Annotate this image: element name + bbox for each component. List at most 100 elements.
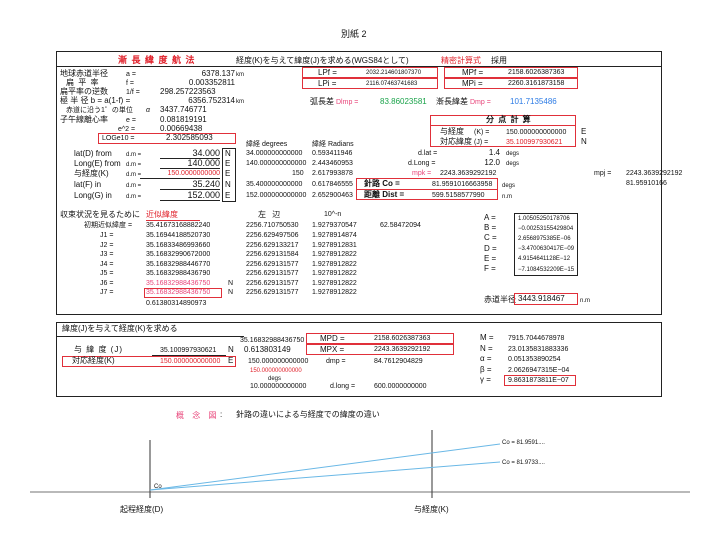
start-label: 起程経度(D) (120, 505, 164, 514)
diagram-title: 概 念 図 (176, 411, 220, 420)
loge-val: 2.302585093 (166, 133, 213, 142)
conv-row-left: 2256.629131577 (246, 270, 299, 277)
title-method: 精密計算式 (441, 56, 481, 65)
dlat-label: d.lat = (418, 150, 438, 157)
split-title: 分 点 計 算 (486, 115, 532, 124)
in-row1-dir: E (225, 159, 231, 168)
unit-val: 3437.746771 (160, 105, 207, 114)
mpf-label: MPf = (462, 68, 484, 77)
conv-row-left: 2256.629131584 (246, 251, 299, 258)
co2-label: Co = 81.9733.... (502, 460, 545, 466)
in-row2-unit: d.m = (126, 172, 142, 178)
in-row3-deg: 35.400000000000 (246, 181, 303, 188)
mpk-val: 2243.3639292192 (440, 170, 497, 177)
bottom-degs: degs (268, 376, 282, 382)
in-row0-unit: d.m = (126, 152, 142, 158)
in-row4-val[interactable]: 152.000 (187, 190, 220, 200)
conv-row-dir: N (228, 279, 234, 287)
bottom-right-val: 0.051353890254 (508, 356, 561, 364)
coeff-box (514, 213, 578, 276)
dimp-label: 弧長差 (310, 97, 334, 106)
split-lat-label: 対応緯度 (440, 137, 472, 146)
split-divider (430, 125, 576, 126)
conv-row-val: 35.16833486993660 (146, 241, 211, 249)
coeff-label: D = (484, 243, 497, 253)
jrow-rad: 0.613803149 (244, 345, 291, 354)
lpf-label: LPf = (318, 68, 337, 77)
conv-left-side: 左 辺 (258, 210, 283, 219)
mpj2-val: 81.95910166 (626, 180, 667, 187)
split-lat-val: 35.100997930621 (506, 139, 563, 146)
polar-unit: km (236, 99, 244, 105)
in-row1-val[interactable]: 140.000 (187, 158, 220, 168)
conv-row-val: 35.16832988436790 (146, 270, 211, 277)
split-lon-sym: (K) = (474, 129, 490, 136)
eq-radius-label: 地球赤道半径 (60, 69, 108, 78)
in-row2-underline (140, 178, 220, 179)
co-start: Co (154, 484, 162, 490)
dlat-unit: degs (506, 151, 520, 157)
in-row3-unit: d.m = (126, 183, 142, 189)
loge-box (98, 133, 236, 144)
course-val: 81.9591016663958 (432, 181, 493, 188)
in-row2-dir: E (225, 169, 231, 178)
krow-val: 150.000000000000 (160, 358, 221, 365)
mpj-val: 2243.3639292192 (626, 170, 683, 177)
e2-val: 0.00669438 (160, 124, 203, 133)
inv-flat-sym: 1/f = (126, 89, 140, 96)
bottom-jval-pre: 35.16832988436750 (240, 337, 305, 344)
dimp-val: 83.86023581 (380, 97, 427, 106)
inv-flat-label: 扁平率の逆数 (60, 87, 108, 96)
polar-val: 6356.752314 (188, 96, 235, 105)
lpi-val: 2116.07463741683 (366, 81, 418, 87)
in-row3-underline (160, 189, 220, 190)
col-rad-header: 緯経 Radians (312, 141, 354, 148)
conv-row-dir: N (228, 289, 234, 296)
title-main: 漸 長 緯 度 航 法 (118, 55, 196, 65)
dist-val: 599.5158577990 (432, 192, 485, 199)
attachment-label: 別紙 2 (341, 29, 367, 39)
flat-label: 扁 平 率 (66, 78, 100, 87)
in-row2-val[interactable]: 150.0000000000 (167, 170, 220, 177)
bottom-title-underline (56, 336, 244, 337)
title-divider (56, 66, 662, 67)
conv-row-pow: 1.9278914874 (312, 232, 357, 239)
in-row3-val[interactable]: 35.240 (192, 179, 220, 189)
conv-approx: 近似緯度 (146, 210, 178, 219)
conv-init-pow: 1.9279370547 (312, 222, 357, 229)
mpd-box (306, 333, 454, 344)
in-row0-rad: 0.593411946 (312, 150, 353, 157)
bottom-frame (56, 322, 662, 397)
coeff-val: −0.00253155429804 (518, 225, 574, 232)
jrow-label: 与 緯 度 (J) (74, 345, 123, 354)
coeff-label: A = (484, 213, 496, 222)
in-row1-underline (160, 168, 220, 169)
inv-flat-val: 298.257223563 (160, 87, 216, 96)
conv-row-label: J6 = (100, 279, 114, 287)
flat-val: 0.003352811 (188, 78, 235, 87)
dmp-val: 101.7135486 (510, 97, 557, 106)
in-row0-underline (160, 158, 220, 159)
jrow-val[interactable]: 35.100997930621 (160, 347, 217, 354)
conv-row-pow: 1.9278912822 (312, 260, 357, 268)
coeff-label: B = (484, 223, 497, 233)
conv-row-val: 35.16832990672000 (146, 251, 211, 258)
conv-row-label: J5 = (100, 270, 114, 277)
conv-init-label: 初期近似緯度 = (84, 222, 133, 229)
title-adopt: 採用 (491, 56, 507, 65)
mpi-box (444, 78, 578, 89)
flat-sym: f = (126, 80, 134, 87)
top-frame (56, 51, 662, 315)
radius-box (514, 293, 578, 305)
split-lon-dir: E (581, 127, 587, 136)
in-row2-label: 与経度(K) (74, 169, 109, 178)
in-row3-label: lat(F) in (74, 180, 102, 189)
lpi-box (302, 78, 438, 89)
dir-column-box (222, 148, 236, 202)
mpi-val: 2260.3161873158 (508, 80, 565, 87)
in-row0-val[interactable]: 34.000 (192, 148, 220, 158)
diagram-subtitle: 針路の違いによる与経度での緯度の違い (236, 410, 380, 419)
coeff-val: 2.6568975385E−06 (518, 235, 571, 242)
mpj-label: mpj = (594, 170, 612, 177)
conv-pow: 10^-n (324, 211, 342, 218)
